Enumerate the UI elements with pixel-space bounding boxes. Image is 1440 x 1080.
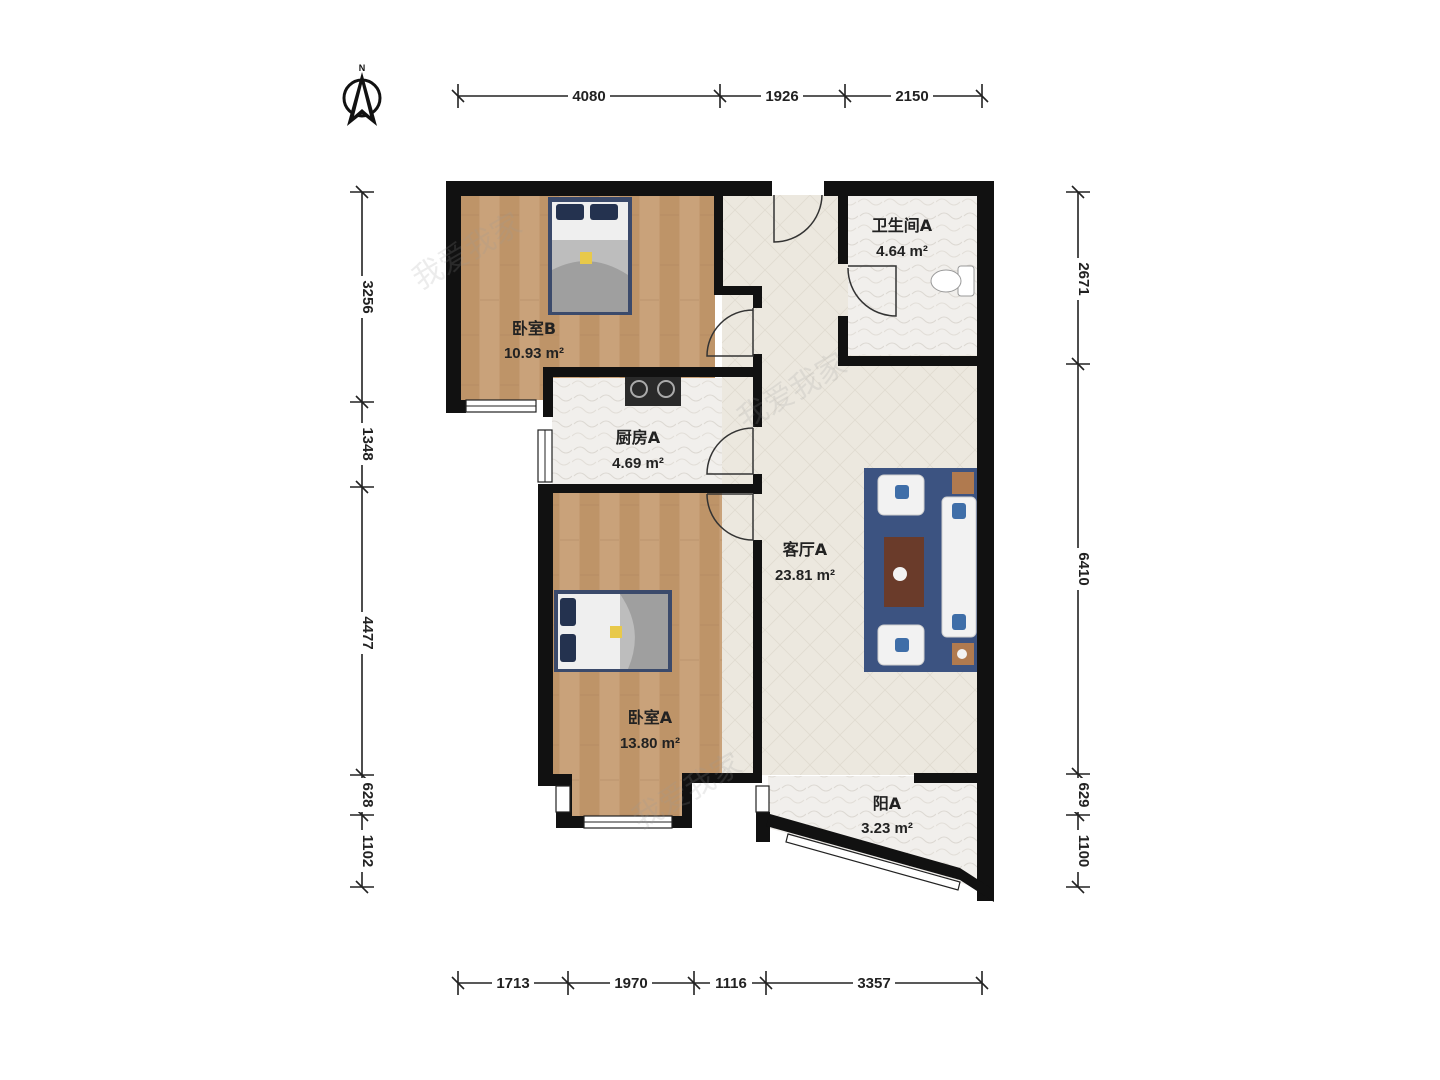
- dim-bottom-3: 1116: [715, 975, 747, 992]
- room-area-bedroom-a: 13.80 m²: [620, 735, 680, 752]
- bed-bedroom-a: [554, 590, 672, 672]
- dim-top: 4080 1926 2150: [451, 84, 989, 108]
- dim-left-4: 628: [359, 782, 376, 807]
- dim-right-3: 629: [1075, 782, 1092, 807]
- north-arrow-icon: N: [342, 63, 382, 126]
- room-area-bathroom-a: 4.64 m²: [876, 243, 928, 260]
- room-name-balcony-a: 阳A: [873, 794, 902, 813]
- compass-label: N: [359, 63, 366, 73]
- dim-right: 2671 6410 629 1100: [1066, 185, 1092, 894]
- sofa: [941, 496, 977, 638]
- bed-bedroom-b: [548, 197, 632, 315]
- dim-left-5: 1102: [359, 835, 376, 868]
- living-furniture: [864, 468, 978, 672]
- room-area-living-a: 23.81 m²: [775, 567, 835, 584]
- dim-bottom-2: 1970: [614, 975, 647, 992]
- room-labels: 卧室B 10.93 m² 厨房A 4.69 m² 卧室A 13.80 m² 客厅…: [504, 216, 933, 837]
- dim-left: 3256 1348 4477 628 1102: [350, 185, 376, 894]
- room-area-kitchen-a: 4.69 m²: [612, 455, 664, 472]
- windows: [465, 399, 961, 891]
- room-name-kitchen-a: 厨房A: [616, 428, 661, 447]
- room-area-balcony-a: 3.23 m²: [861, 820, 913, 837]
- room-name-bedroom-a: 卧室A: [628, 708, 673, 727]
- side-table: [952, 472, 974, 494]
- dim-right-4: 1100: [1075, 835, 1092, 868]
- doors: [706, 194, 897, 541]
- dim-left-1: 3256: [359, 280, 376, 313]
- dim-right-1: 2671: [1075, 262, 1092, 295]
- dim-left-2: 1348: [359, 427, 376, 460]
- room-name-bathroom-a: 卫生间A: [872, 216, 933, 235]
- room-name-living-a: 客厅A: [783, 540, 828, 559]
- dim-right-2: 6410: [1075, 552, 1092, 585]
- dim-left-3: 4477: [359, 616, 376, 649]
- toilet-icon: [930, 265, 975, 297]
- dim-bottom-1: 1713: [496, 975, 529, 992]
- dim-bottom: 1713 1970 1116 3357: [451, 971, 989, 995]
- stove-icon: [625, 376, 681, 406]
- dim-bottom-4: 3357: [857, 975, 890, 992]
- dim-top-3: 2150: [895, 88, 928, 105]
- room-area-bedroom-b: 10.93 m²: [504, 345, 564, 362]
- room-name-bedroom-b: 卧室B: [512, 319, 556, 338]
- walls: [446, 181, 994, 902]
- dim-top-1: 4080: [572, 88, 605, 105]
- dim-top-2: 1926: [765, 88, 798, 105]
